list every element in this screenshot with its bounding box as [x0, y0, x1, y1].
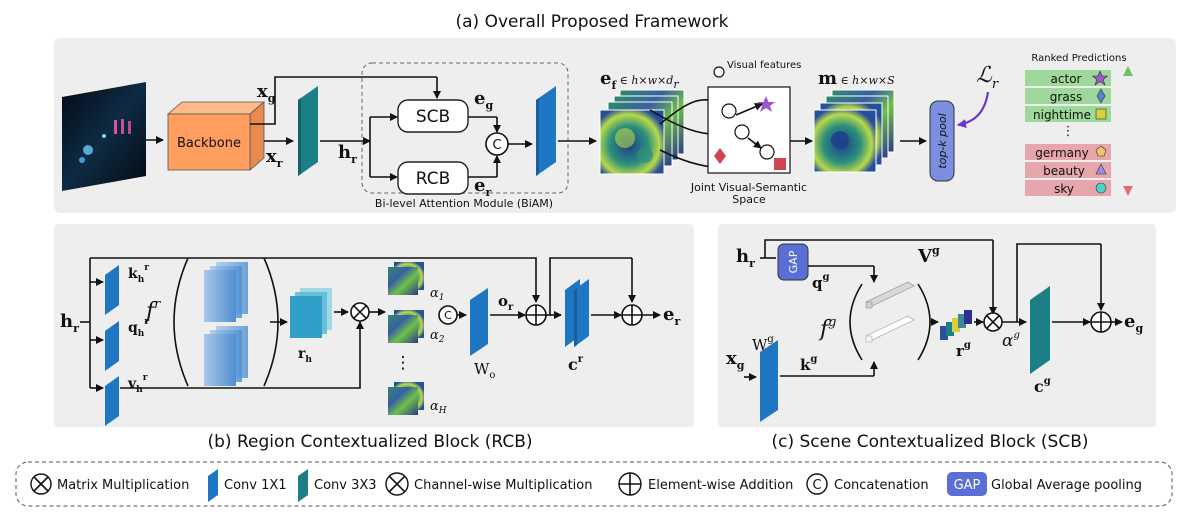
input-image: [62, 82, 146, 191]
ranked-dots: ⋮: [1062, 124, 1075, 139]
ranked-title: Ranked Predictions: [1031, 53, 1126, 64]
legend-concat-symbol: C: [812, 478, 821, 493]
pred-negative-1: germany: [1035, 146, 1088, 160]
scb-caption: (c) Scene Contextualized Block (SCB): [771, 432, 1088, 452]
ef-feature-stack: [599, 89, 685, 175]
conv-cr-layers: [565, 279, 589, 347]
concat-label: C: [492, 138, 501, 153]
pred-negative-2: beauty: [1043, 164, 1085, 178]
loss-arrow: [957, 91, 990, 129]
m-feature-stack: [813, 89, 895, 173]
conv-q-layer: [105, 321, 119, 371]
pred-positive-2: grass: [1050, 90, 1082, 104]
alpha-maps: [388, 262, 424, 415]
square-icon: [774, 158, 786, 170]
conv-v-layer: [105, 376, 119, 426]
gap-legend-icon: [947, 472, 987, 496]
legend-concat: Concatenation: [834, 478, 929, 493]
conv-k-layer: [105, 265, 119, 315]
legend-gap: Global Average pooling: [991, 478, 1142, 493]
scb-label: SCB: [416, 107, 450, 127]
diamond-icon: [714, 148, 726, 164]
legend: Matrix Multiplication Conv 1X1 Conv 3X3 …: [30, 469, 1142, 502]
conv1x1-legend-icon: [208, 469, 218, 502]
rg-vector: [940, 310, 972, 340]
scb-gap-block: [777, 243, 809, 281]
pred-positive-3: nighttime: [1033, 108, 1091, 122]
biam-box: [361, 62, 569, 194]
topk-pool-block: [929, 100, 955, 182]
backbone-label: Backbone: [177, 136, 241, 151]
square-icon: [1095, 108, 1107, 120]
pred-negative-3: sky: [1054, 182, 1074, 196]
legend-channel-mult: Channel-wise Multiplication: [414, 478, 592, 493]
negative-predictions: germany beauty sky: [1025, 144, 1111, 196]
fg-vectors: [865, 281, 915, 343]
visual-feature-marker: [713, 66, 725, 78]
conv1x1-layer: [536, 86, 556, 176]
legend-conv3x3: Conv 3X3: [314, 478, 377, 493]
triangle-icon: [1095, 163, 1107, 175]
circle-icon: [1095, 182, 1107, 194]
topk-pool-label: top-k pool: [936, 113, 949, 168]
conv-wg-layer: [760, 340, 778, 422]
pred-positive-1: actor: [1051, 72, 1082, 86]
conv-cg-layer: [1030, 286, 1050, 374]
alpha-dots: ⋮: [395, 353, 412, 373]
rcb-block: [397, 161, 469, 195]
legend-gap-symbol: GAP: [954, 478, 981, 493]
backbone-block: Backbone: [166, 101, 266, 171]
star-icon: [1091, 70, 1109, 86]
m-label: m ∈ h×w×S: [818, 68, 895, 89]
positive-predictions: actor grass nighttime: [1025, 70, 1111, 122]
rcb-panel: [54, 224, 694, 427]
legend-elem-add: Element-wise Addition: [648, 478, 793, 493]
rcb-label: RCB: [416, 169, 451, 189]
fr-feature-stacks: [204, 262, 248, 386]
biam-label: Bi-level Attention Module (BiAM): [375, 197, 553, 210]
concat-legend-icon: [806, 473, 828, 495]
legend-matrix-mult: Matrix Multiplication: [57, 478, 189, 493]
visual-features-label: Visual features: [727, 60, 801, 71]
scb-gap-label: GAP: [787, 250, 800, 273]
rh-feature-stack: [290, 288, 332, 338]
rcb-caption: (b) Region Contextualized Block (RCB): [207, 432, 532, 452]
conv3x3-legend-icon: [298, 469, 308, 502]
joint-space-label-1: Joint Visual-Semantic: [690, 181, 807, 194]
legend-conv1x1: Conv 1X1: [224, 478, 287, 493]
conv3x3-layer: [298, 86, 318, 176]
diamond-icon: [1096, 88, 1106, 104]
framework-caption: (a) Overall Proposed Framework: [455, 12, 728, 32]
conv-wo-layer: [470, 288, 488, 356]
rcb-concat-label: C: [444, 309, 452, 322]
pentagon-icon: [1095, 145, 1107, 157]
scb-block: [397, 99, 469, 133]
joint-space-label-2: Space: [732, 193, 766, 206]
